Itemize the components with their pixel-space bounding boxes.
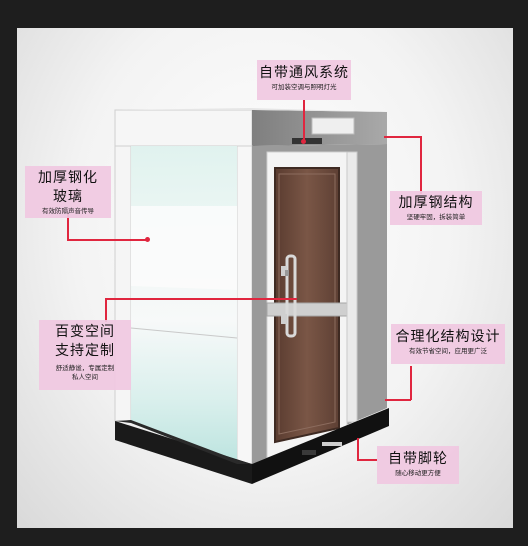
- leader-steel-v: [420, 136, 422, 194]
- door-handle: [285, 254, 297, 338]
- leader-steel-h: [384, 136, 421, 138]
- vent-panel: [311, 117, 355, 135]
- leader-glass-v: [67, 214, 69, 240]
- leader-glass-h: [67, 239, 147, 241]
- leader-space-h: [105, 298, 297, 300]
- phone-booth-illustration: [114, 108, 389, 484]
- front-right-post: [236, 145, 253, 465]
- frosted-band: [131, 206, 237, 290]
- callout-space-title-1: 百变空间: [55, 324, 115, 340]
- top-frame-front: [114, 109, 253, 147]
- callout-wheels: 自带脚轮 随心移动更方便: [377, 446, 459, 484]
- callout-space: 百变空间 支持定制 舒适静谧，专属定制 私人空间: [39, 320, 131, 390]
- callout-glass: 加厚钢化 玻璃 有效防隔声音传导: [25, 166, 111, 218]
- leader-dot-ventilation: [301, 139, 306, 144]
- callout-design: 合理化结构设计 有效节省空间，应用更广泛: [391, 324, 505, 364]
- callout-wheels-subtitle: 随心移动更方便: [395, 469, 441, 477]
- product-image: 自带通风系统 可加装空调与照明灯光 加厚钢化 玻璃 有效防隔声音传导 加厚钢结构…: [17, 28, 513, 528]
- leader-design-h: [385, 399, 411, 401]
- callout-design-title: 合理化结构设计: [395, 329, 501, 345]
- glass-panel: [131, 146, 237, 464]
- leader-space-v: [105, 298, 107, 322]
- callout-ventilation-subtitle: 可加装空调与照明灯光: [271, 83, 337, 91]
- callout-glass-subtitle: 有效防隔声音传导: [42, 207, 94, 215]
- callout-space-subtitle-1: 舒适静谧，专属定制: [55, 364, 115, 372]
- callout-glass-title-1: 加厚钢化: [38, 170, 98, 186]
- leader-design-v: [410, 366, 412, 400]
- base-side: [252, 408, 389, 484]
- callout-steel-subtitle: 坚硬牢固，拆装简单: [406, 213, 466, 221]
- shelf: [266, 302, 353, 317]
- vent-slot: [292, 138, 322, 144]
- callout-glass-title-2: 玻璃: [53, 189, 83, 205]
- leader-dot-glass: [145, 237, 150, 242]
- leader-wheels-h: [357, 459, 377, 461]
- callout-steel: 加厚钢结构 坚硬牢固，拆装简单: [390, 191, 482, 225]
- callout-space-subtitle-2: 私人空间: [72, 373, 98, 381]
- leader-ventilation: [303, 100, 305, 142]
- callout-ventilation-title: 自带通风系统: [259, 65, 349, 81]
- callout-ventilation: 自带通风系统 可加装空调与照明灯光: [257, 60, 351, 100]
- callout-wheels-title: 自带脚轮: [388, 451, 448, 467]
- callout-steel-title: 加厚钢结构: [398, 195, 474, 211]
- callout-space-title-2: 支持定制: [55, 343, 115, 359]
- leader-wheels-v: [357, 438, 359, 460]
- base-front: [115, 421, 252, 484]
- callout-design-subtitle: 有效节省空间，应用更广泛: [409, 347, 487, 355]
